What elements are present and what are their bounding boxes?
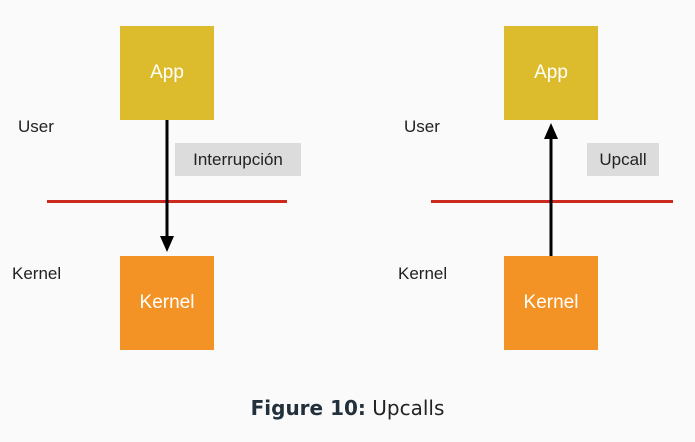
left-app-box: App [120, 26, 214, 120]
left-kernel-box: Kernel [120, 256, 214, 350]
right-app-box: App [504, 26, 598, 120]
right-arrow-head [544, 123, 558, 139]
left-app-box-label: App [150, 62, 184, 83]
left-user-label: User [18, 117, 54, 136]
right-edge-label: Upcall [587, 143, 659, 176]
figure-caption-text: Upcalls [372, 396, 445, 420]
left-kernel-box-label: Kernel [139, 292, 195, 313]
left-arrow-down [160, 120, 174, 252]
right-kernel-box: Kernel [504, 256, 598, 350]
figure-caption: Figure 10: Upcalls [0, 396, 695, 420]
right-kernel-box-label: Kernel [523, 292, 579, 313]
right-user-label: User [404, 117, 440, 136]
right-app-box-label: App [534, 62, 568, 83]
left-edge-label: Interrupción [175, 143, 301, 176]
arrows-layer [160, 120, 558, 256]
figure-caption-label: Figure 10: [250, 396, 366, 420]
right-kernel-label: Kernel [398, 264, 448, 283]
upcall-diagram: App User Interrupción Kernel Kernel App … [12, 26, 673, 350]
left-kernel-label: Kernel [12, 264, 62, 283]
left-arrow-head [160, 236, 174, 252]
right-arrow-up [544, 123, 558, 256]
